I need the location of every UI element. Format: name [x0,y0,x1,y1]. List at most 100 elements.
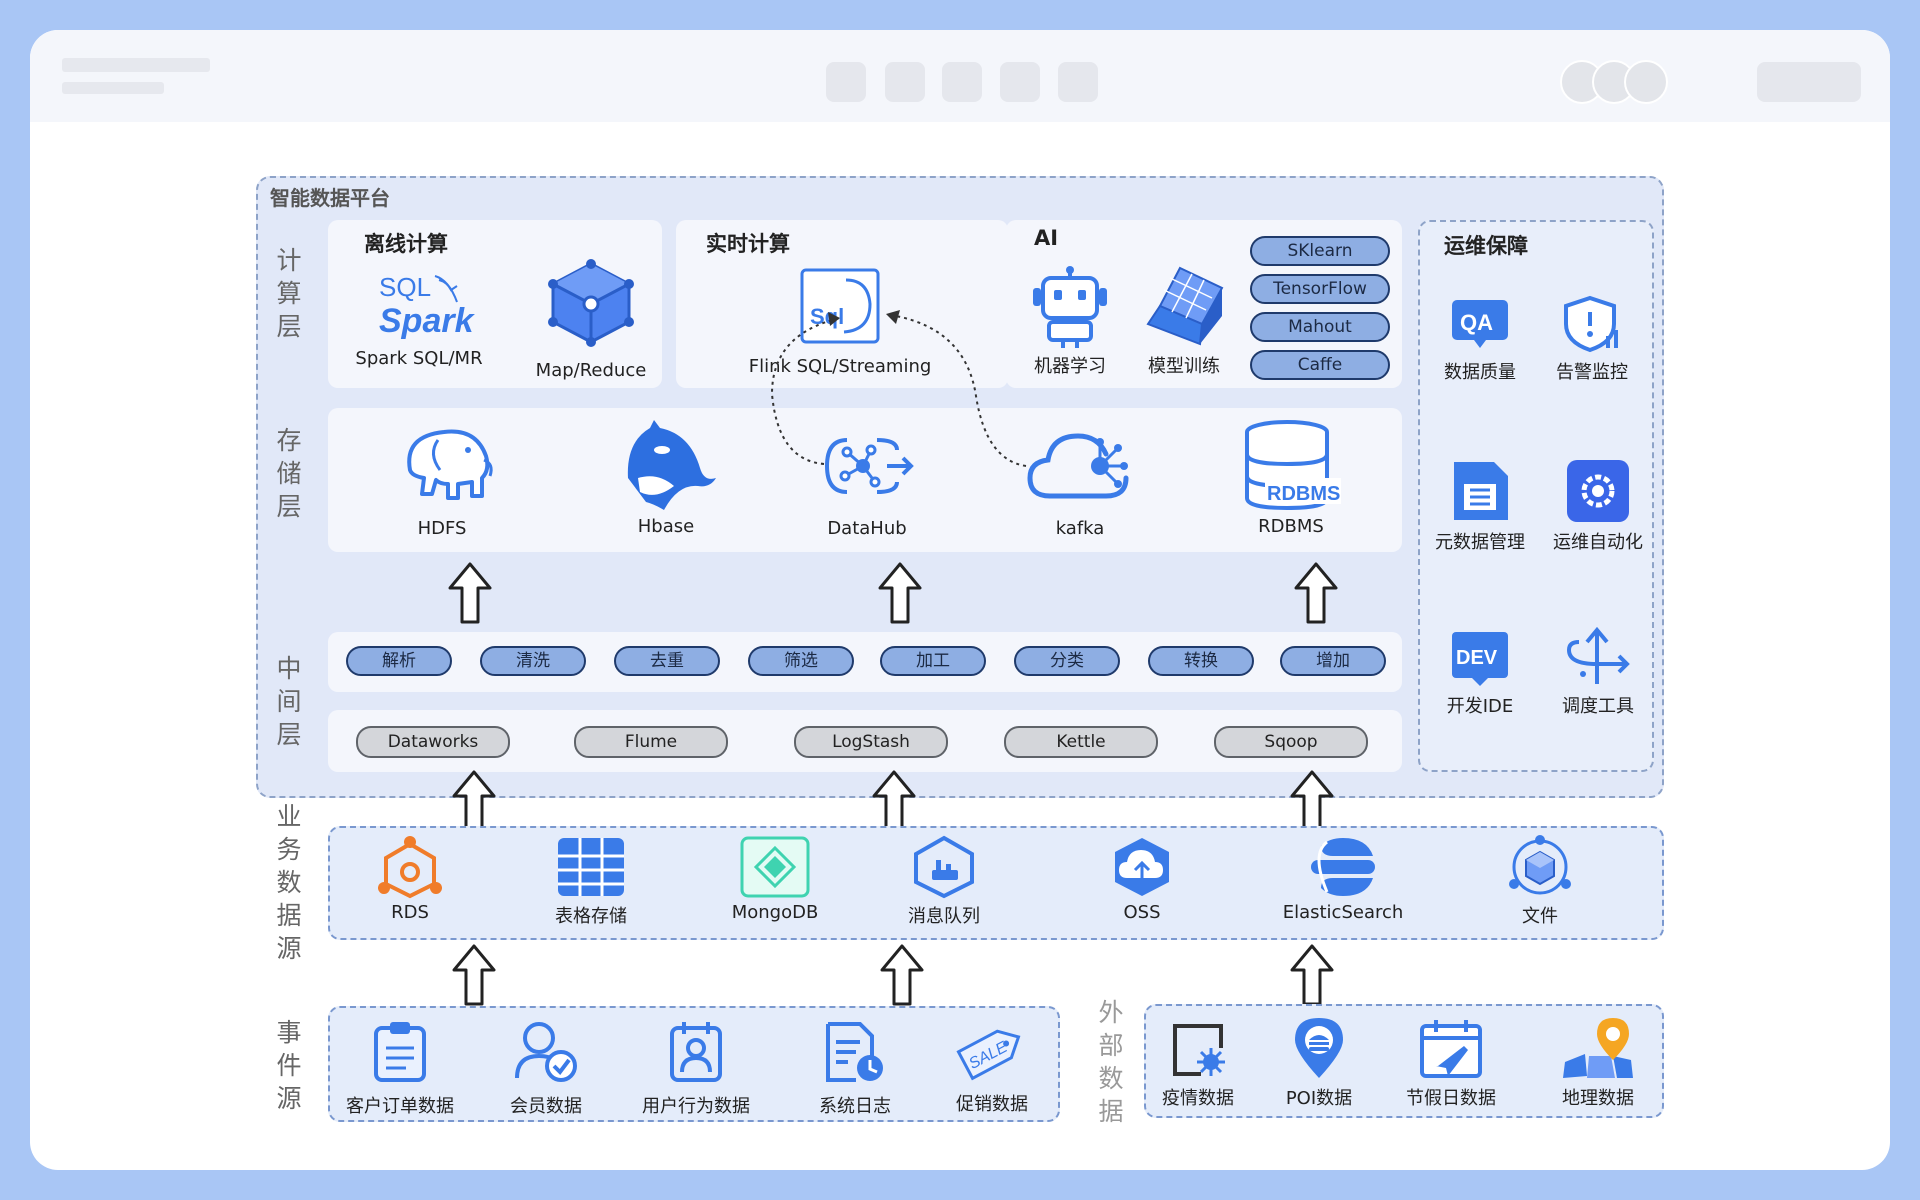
external-holiday[interactable]: 节假日数据 [1396,1018,1506,1110]
biz-table-storage[interactable]: 表格存储 [536,834,646,928]
datahub-item[interactable]: DataHub [812,420,922,539]
map-reduce-item[interactable]: Map/Reduce [524,256,658,381]
process-convert[interactable]: 转换 [1148,646,1254,676]
ops-metadata[interactable]: 元数据管理 [1424,458,1536,554]
ops-automation[interactable]: 运维自动化 [1542,458,1654,554]
event-system-log[interactable]: 系统日志 [808,1020,902,1118]
toolbar-button[interactable] [885,62,925,102]
hdfs-item[interactable]: HDFS [392,420,493,539]
realtime-compute-title: 实时计算 [706,232,790,256]
user-badge-icon [670,1022,722,1082]
item-label: 文件 [1522,906,1558,927]
toolbar-button[interactable] [1058,62,1098,102]
calendar-plane-icon [1420,1020,1482,1078]
kafka-item[interactable]: kafka [1020,420,1140,539]
item-label: 促销数据 [956,1094,1028,1115]
framework-mahout[interactable]: Mahout [1250,312,1390,342]
gear-icon [1567,460,1629,522]
process-parse[interactable]: 解析 [346,646,452,676]
event-promotion[interactable]: SALE 促销数据 [944,1018,1040,1116]
rdbms-item[interactable]: RDBMS RDBMS [1236,418,1346,537]
layer-char: 层 [276,720,302,749]
svg-text:Sql: Sql [810,304,844,329]
framework-sklearn[interactable]: SKlearn [1250,236,1390,266]
document-list-icon [1454,462,1508,520]
biz-file[interactable]: 文件 [1490,834,1590,928]
orca-icon [627,420,716,510]
tool-logstash[interactable]: LogStash [794,726,948,758]
toolbar-button[interactable] [942,62,982,102]
cloud-kafka-icon [1027,433,1129,499]
item-label: 数据质量 [1444,362,1516,383]
map-pin-icon [1563,1018,1633,1078]
action-button[interactable] [1757,62,1861,102]
process-transform[interactable]: 加工 [880,646,986,676]
flink-sql-icon: Sql [800,268,880,344]
database-icon: RDBMS [1245,420,1341,511]
top-bar [30,30,1890,122]
layer-char: 外 [1098,998,1124,1027]
external-poi[interactable]: POI数据 [1274,1016,1364,1110]
tool-flume[interactable]: Flume [574,726,728,758]
svg-text:RDBMS: RDBMS [1267,483,1340,505]
item-label: 告警监控 [1556,362,1628,383]
ops-alert-monitor[interactable]: 告警监控 [1542,294,1642,384]
biz-mongodb[interactable]: MongoDB [722,834,828,923]
external-epidemic[interactable]: 疫情数据 [1156,1018,1240,1110]
process-add[interactable]: 增加 [1280,646,1386,676]
event-user-behavior[interactable]: 用户行为数据 [628,1020,764,1118]
tool-dataworks[interactable]: Dataworks [356,726,510,758]
process-clean[interactable]: 清洗 [480,646,586,676]
svg-text:QA: QA [1460,310,1493,335]
layer-char: 中 [276,654,302,683]
layer-char: 层 [276,492,302,521]
up-arrow [448,562,492,624]
avatar[interactable] [1624,60,1668,104]
event-member[interactable]: 会员数据 [496,1020,596,1118]
biz-oss[interactable]: OSS [1092,834,1192,923]
datahub-icon [824,438,914,494]
cube-network-icon [548,259,634,347]
storage-panel [328,408,1402,552]
ops-scheduler[interactable]: 调度工具 [1542,624,1654,718]
flink-item[interactable]: Sql Flink SQL/Streaming [730,266,950,377]
shield-alert-icon [1564,295,1618,353]
toolbar-button[interactable] [1000,62,1040,102]
process-dedupe[interactable]: 去重 [614,646,720,676]
machine-learning-item[interactable]: 机器学习 [1024,264,1116,378]
model-training-item[interactable]: 模型训练 [1136,262,1232,378]
framework-caffe[interactable]: Caffe [1250,350,1390,380]
event-customer-orders[interactable]: 客户订单数据 [342,1020,458,1118]
process-filter[interactable]: 筛选 [748,646,854,676]
biz-message-queue[interactable]: 消息队列 [894,834,994,928]
toolbar-button[interactable] [826,62,866,102]
item-label: 客户订单数据 [346,1096,454,1117]
spark-sql-item[interactable]: SQL Spark Spark SQL/MR [352,268,486,369]
item-label: HDFS [417,518,467,539]
external-geo[interactable]: 地理数据 [1550,1016,1646,1110]
ops-data-quality[interactable]: QA 数据质量 [1430,296,1530,384]
log-clock-icon [826,1022,883,1082]
tool-sqoop[interactable]: Sqoop [1214,726,1368,758]
framework-tensorflow[interactable]: TensorFlow [1250,274,1390,304]
layer-char: 事 [276,1018,302,1047]
process-classify[interactable]: 分类 [1014,646,1120,676]
layer-label-business: 业务数据源 [272,800,306,965]
mongodb-icon [740,836,810,898]
biz-elasticsearch[interactable]: ElasticSearch [1278,834,1408,923]
split-arrows-icon [1566,626,1630,684]
biz-rds[interactable]: RDS [360,834,460,923]
up-arrow [880,944,924,1006]
item-label: 表格存储 [555,906,627,927]
hbase-item[interactable]: Hbase [614,418,718,537]
layer-char: 业 [276,802,302,831]
item-label: Spark SQL/MR [355,348,483,369]
layer-label-external: 外部数据 [1094,996,1128,1128]
item-label: 节假日数据 [1406,1088,1496,1109]
up-arrow [452,770,496,832]
layer-char: 据 [276,901,302,930]
item-label: 会员数据 [510,1096,582,1117]
tool-kettle[interactable]: Kettle [1004,726,1158,758]
ops-ide[interactable]: DEV 开发IDE [1430,628,1530,718]
business-source-panel [328,826,1664,940]
